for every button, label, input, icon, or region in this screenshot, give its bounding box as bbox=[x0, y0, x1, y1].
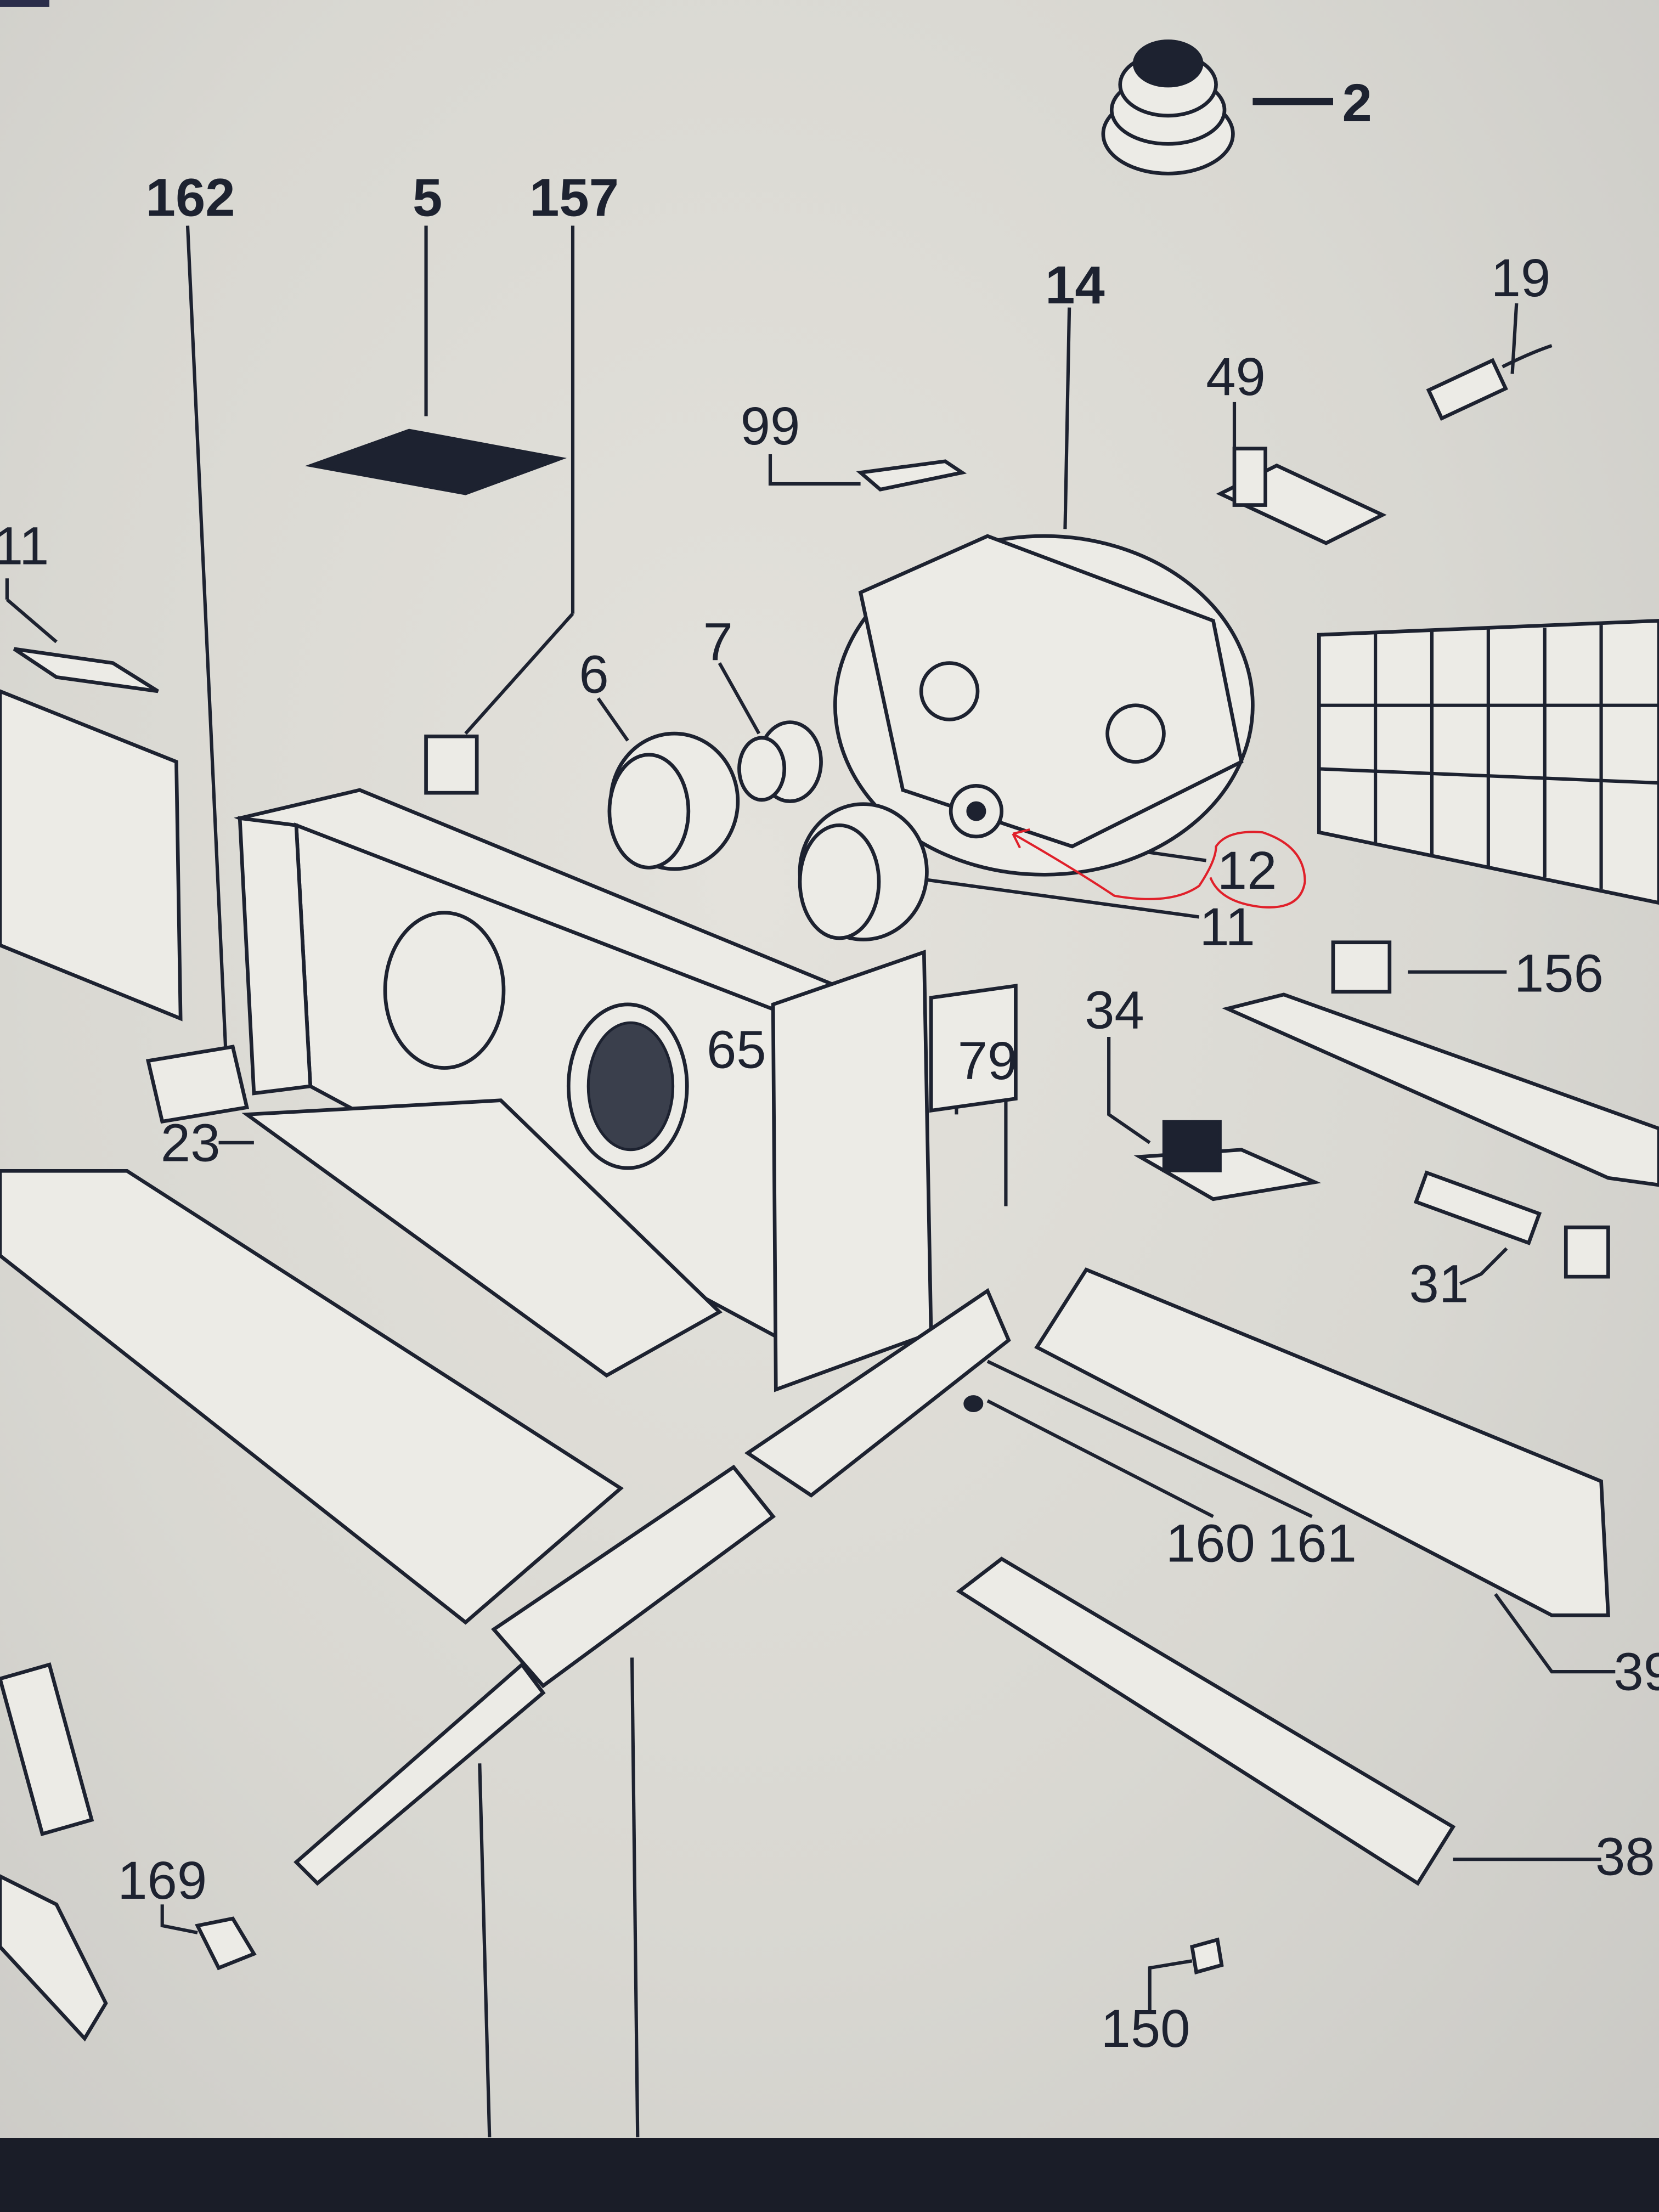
label-157: 157 bbox=[529, 167, 619, 227]
label-7: 7 bbox=[703, 612, 733, 672]
label-34: 34 bbox=[1085, 980, 1144, 1040]
part-14-motor-housing bbox=[833, 534, 1255, 877]
rail-center bbox=[490, 1464, 776, 1689]
part-19 bbox=[1426, 344, 1553, 421]
label-156: 156 bbox=[1514, 944, 1604, 1003]
leader-lines bbox=[5, 225, 1616, 2137]
monitor-bezel bbox=[0, 2138, 1659, 2212]
rail-left-lower bbox=[0, 1662, 94, 1837]
part-156 bbox=[1331, 940, 1392, 994]
label-11: 11 bbox=[1199, 897, 1255, 957]
part-6-fan-wheel bbox=[607, 731, 740, 871]
label-162: 162 bbox=[146, 167, 235, 227]
rail-front-right bbox=[744, 1288, 1011, 1498]
label-49: 49 bbox=[1206, 347, 1266, 407]
label-160: 160 bbox=[1166, 1514, 1255, 1573]
part-150-foot bbox=[1190, 1937, 1224, 1975]
label-150: 150 bbox=[1101, 1999, 1190, 2058]
chassis-frame bbox=[145, 788, 933, 1392]
rail-left-bottom bbox=[0, 1874, 108, 2042]
label-2: 2 bbox=[1342, 73, 1372, 133]
label-23: 23 bbox=[161, 1113, 221, 1172]
telescopic-slide bbox=[294, 1662, 546, 1886]
part-79 bbox=[929, 984, 1018, 1113]
part-34 bbox=[1133, 1120, 1322, 1201]
label-65: 65 bbox=[707, 1020, 766, 1080]
part-11-left-label bbox=[13, 647, 159, 693]
label-5: 5 bbox=[413, 167, 442, 227]
label-31: 31 bbox=[1409, 1254, 1469, 1313]
label-12: 12 bbox=[1217, 840, 1277, 900]
part-169-clip bbox=[195, 1916, 257, 1971]
part-5 bbox=[304, 428, 567, 495]
label-39: 39 bbox=[1613, 1642, 1659, 1702]
label-11-left: 11 bbox=[0, 516, 49, 576]
label-161: 161 bbox=[1267, 1514, 1357, 1573]
red-annotation bbox=[1012, 828, 1306, 909]
screen-edge bbox=[0, 0, 49, 7]
part-49 bbox=[1216, 447, 1387, 545]
label-19: 19 bbox=[1491, 248, 1551, 308]
label-6: 6 bbox=[579, 645, 608, 704]
side-panel-left bbox=[0, 689, 183, 1022]
label-79: 79 bbox=[958, 1031, 1018, 1091]
label-38: 38 bbox=[1595, 1826, 1655, 1886]
rail-upper-right bbox=[1221, 992, 1659, 1187]
part-160-nut bbox=[963, 1395, 984, 1413]
label-14: 14 bbox=[1045, 255, 1105, 315]
part-11-fan-wheel bbox=[798, 802, 929, 941]
part-2-duct-collar bbox=[1101, 40, 1333, 176]
label-99: 99 bbox=[741, 396, 800, 456]
part-38-glass-strip bbox=[956, 1556, 1456, 1886]
part-157 bbox=[424, 734, 479, 795]
part-7-motor bbox=[737, 720, 823, 803]
part-39-front-trim bbox=[1034, 1267, 1610, 1617]
part-31 bbox=[1413, 1170, 1610, 1279]
part-99 bbox=[856, 459, 967, 492]
rail-bottom-left bbox=[0, 1169, 624, 1625]
label-169: 169 bbox=[117, 1850, 207, 1910]
grease-filter bbox=[1317, 619, 1659, 905]
